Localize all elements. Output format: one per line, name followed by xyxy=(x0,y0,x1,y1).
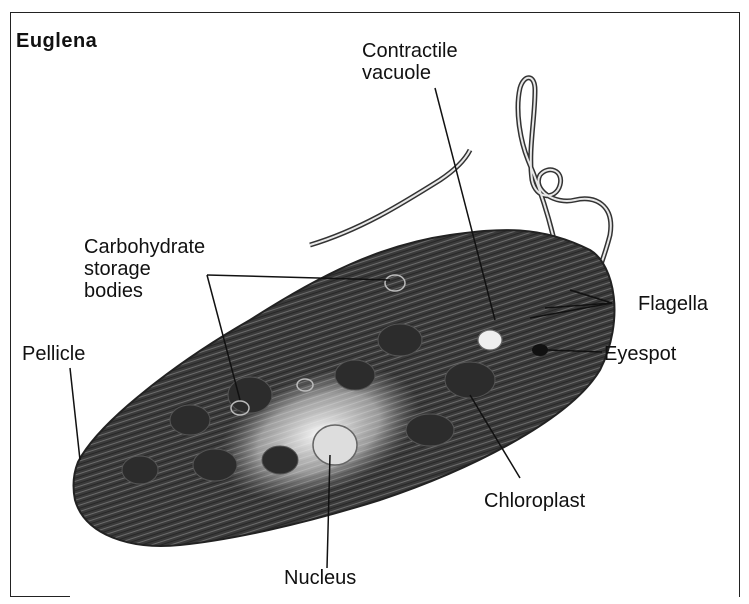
leader-pellicle xyxy=(70,368,80,460)
label-nucleus: Nucleus xyxy=(284,567,356,589)
label-eyespot: Eyespot xyxy=(604,343,676,365)
label-carbohydrate-storage-bodies: Carbohydrate storage bodies xyxy=(84,236,205,302)
label-flagella: Flagella xyxy=(638,293,708,315)
flagellum-short xyxy=(310,150,470,245)
flagellum-short-inner xyxy=(310,150,470,245)
eyespot-shape xyxy=(532,344,548,356)
nucleus-shape xyxy=(313,425,357,465)
label-chloroplast: Chloroplast xyxy=(484,490,585,512)
label-pellicle: Pellicle xyxy=(22,343,85,365)
label-contractile-vacuole: Contractile vacuole xyxy=(362,40,458,84)
contractile-vacuole-shape xyxy=(478,330,502,350)
